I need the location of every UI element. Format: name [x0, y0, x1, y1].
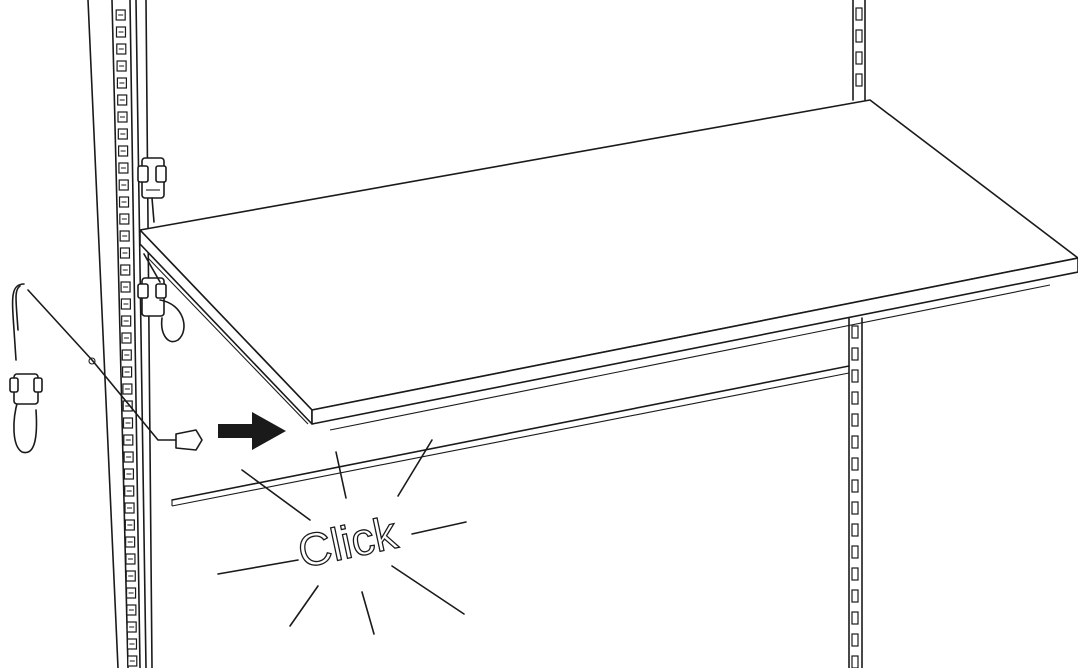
- shelf-bracket-clip-icon: [137, 253, 185, 343]
- post-slot: [855, 7, 863, 21]
- shelf-board: [139, 99, 1078, 431]
- post-slot: [851, 435, 859, 449]
- cable-with-clip: [9, 283, 203, 454]
- post-slot: [851, 479, 859, 493]
- post-slot: [851, 589, 859, 603]
- post-slot: [855, 73, 863, 87]
- post-slot: [851, 501, 859, 515]
- push-right-arrow-icon: [218, 412, 286, 450]
- post-slot: [851, 413, 859, 427]
- click-burst-lines: [217, 439, 467, 635]
- post-slot: [851, 347, 859, 361]
- post-slot: [851, 325, 859, 339]
- right-upright-post: [848, 0, 866, 668]
- post-slot: [851, 633, 859, 647]
- post-slot: [851, 523, 859, 537]
- upper-bracket-clip-icon: [137, 157, 167, 223]
- post-slot: [851, 391, 859, 405]
- post-slot: [851, 611, 859, 625]
- post-slot: [851, 545, 859, 559]
- lower-rail: [171, 365, 850, 507]
- right-post-slots: [851, 7, 863, 668]
- post-slot: [855, 29, 863, 43]
- left-post-slots: [115, 9, 138, 667]
- left-upright-post: [87, 0, 153, 668]
- post-slot: [851, 655, 859, 668]
- post-slot: [851, 567, 859, 581]
- post-slot: [851, 457, 859, 471]
- post-slot: [855, 51, 863, 65]
- click-annotation-text: Click: [293, 506, 402, 578]
- post-slot: [851, 369, 859, 383]
